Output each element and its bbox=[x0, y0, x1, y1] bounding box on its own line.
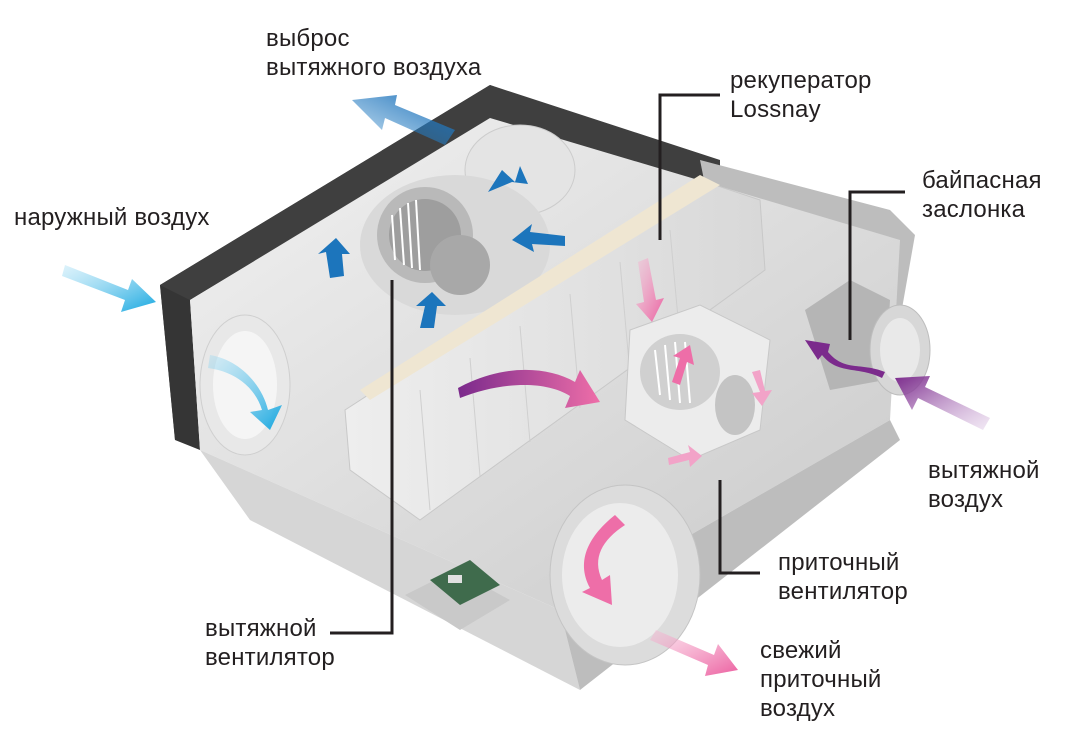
label-fresh-supply: свежий приточный воздух bbox=[760, 637, 882, 722]
label-outdoor-air: наружный воздух bbox=[14, 204, 210, 231]
fresh-supply-arrow bbox=[650, 630, 738, 676]
bypass-leader bbox=[848, 190, 905, 340]
label-exhaust-fan: вытяжной вентилятор bbox=[205, 615, 335, 671]
lossnay-core bbox=[344, 175, 766, 521]
outdoor-air-inner-arrow bbox=[208, 355, 282, 430]
recuperator-leader bbox=[658, 93, 720, 240]
supply-fan-arrows bbox=[668, 345, 772, 467]
core-down-arrow bbox=[636, 258, 664, 322]
exhaust-out-arrow bbox=[352, 95, 455, 145]
outdoor-air-duct bbox=[199, 314, 291, 456]
control-board bbox=[405, 560, 510, 630]
supply-fan-leader bbox=[718, 480, 760, 575]
label-bypass: байпасная заслонка bbox=[922, 167, 1042, 223]
bypass-damper bbox=[805, 280, 931, 396]
label-recuperator: рекуператор Lossnay bbox=[730, 67, 872, 123]
core-flow-arrow bbox=[458, 369, 600, 408]
leader-lines bbox=[330, 93, 905, 635]
extract-air-arrow bbox=[895, 376, 990, 430]
supply-duct-arrow bbox=[582, 515, 625, 605]
label-exhaust-out: выброс вытяжного воздуха bbox=[266, 25, 482, 81]
label-supply-fan: приточный вентилятор bbox=[778, 549, 908, 605]
supply-duct bbox=[549, 484, 701, 666]
outdoor-air-arrow bbox=[62, 265, 156, 312]
exhaust-fan-leader bbox=[330, 280, 394, 635]
exhaust-inner-arrows bbox=[318, 166, 565, 328]
label-extract-air: вытяжной воздух bbox=[928, 457, 1040, 513]
bypass-flow-arrow bbox=[805, 340, 885, 378]
